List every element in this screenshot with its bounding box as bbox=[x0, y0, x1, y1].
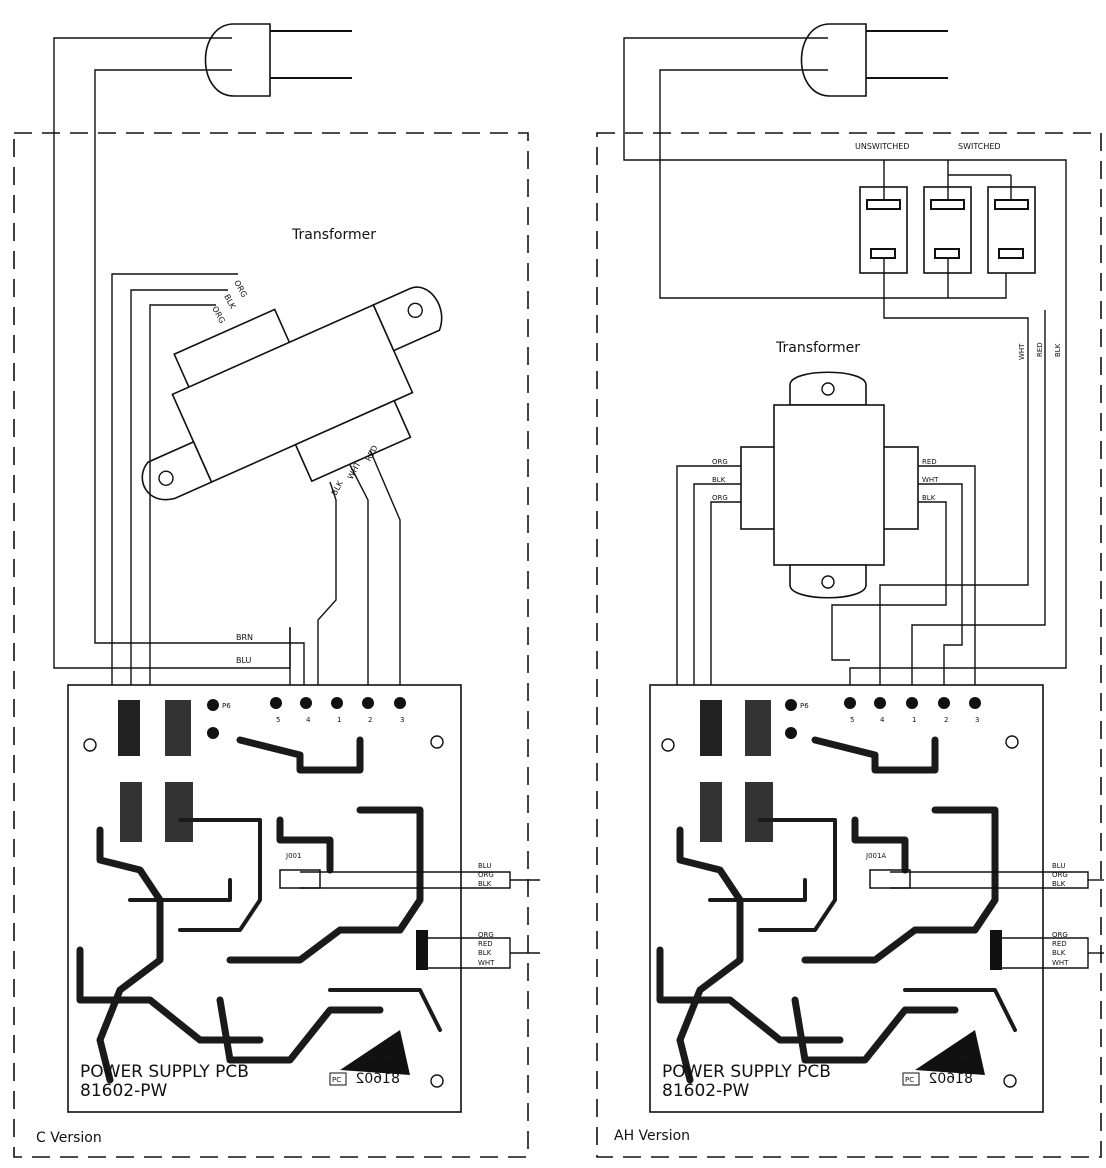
svg-text:P6: P6 bbox=[222, 702, 231, 710]
svg-text:BLK: BLK bbox=[222, 293, 237, 311]
svg-text:WHT: WHT bbox=[922, 476, 939, 484]
transformer-label: Transformer bbox=[291, 227, 376, 243]
svg-text:ORG: ORG bbox=[478, 931, 494, 939]
terminal-row: 5 4 1 2 3 bbox=[270, 697, 406, 724]
outlet-unswitched bbox=[859, 160, 908, 274]
svg-text:WHT: WHT bbox=[1018, 343, 1026, 360]
svg-text:BLU: BLU bbox=[478, 862, 491, 870]
outlet-switched-2 bbox=[948, 174, 1036, 274]
svg-text:4: 4 bbox=[306, 716, 311, 724]
transformer-icon bbox=[141, 286, 443, 501]
svg-text:PC: PC bbox=[332, 1076, 341, 1084]
svg-text:ORG: ORG bbox=[232, 279, 248, 299]
svg-text:ORG: ORG bbox=[712, 494, 728, 502]
board-title: POWER SUPPLY PCB bbox=[662, 1062, 831, 1082]
svg-text:WHT: WHT bbox=[478, 959, 495, 967]
ah-version-enclosure bbox=[596, 132, 1102, 1158]
board-part: 81602-PW bbox=[80, 1081, 167, 1101]
svg-text:1: 1 bbox=[337, 716, 341, 724]
board-title: POWER SUPPLY PCB bbox=[80, 1062, 249, 1082]
svg-text:BLK: BLK bbox=[330, 479, 345, 497]
svg-text:BLK: BLK bbox=[1052, 949, 1066, 957]
svg-text:2: 2 bbox=[368, 716, 372, 724]
svg-text:ORG: ORG bbox=[712, 458, 728, 466]
svg-text:3: 3 bbox=[975, 716, 979, 724]
svg-text:RED: RED bbox=[1036, 342, 1044, 357]
svg-text:ORG: ORG bbox=[1052, 931, 1068, 939]
svg-text:81602: 81602 bbox=[928, 1071, 973, 1087]
svg-text:BLK: BLK bbox=[1052, 880, 1066, 888]
svg-text:4: 4 bbox=[880, 716, 885, 724]
svg-text:ORG: ORG bbox=[478, 871, 494, 879]
svg-text:BLK: BLK bbox=[478, 949, 492, 957]
cord-blue bbox=[94, 69, 305, 695]
svg-text:RED: RED bbox=[922, 458, 937, 466]
brn-label: BRN bbox=[236, 633, 253, 642]
svg-text:RED: RED bbox=[1052, 940, 1067, 948]
svg-text:BLK: BLK bbox=[1054, 343, 1062, 357]
svg-text:5: 5 bbox=[850, 716, 854, 724]
ah-version-label: AH Version bbox=[614, 1128, 690, 1144]
c-version-panel: Transformer ORG BLK ORG RED WHT BLK BRN … bbox=[13, 23, 540, 1158]
svg-text:3: 3 bbox=[400, 716, 404, 724]
svg-text:BLK: BLK bbox=[922, 494, 936, 502]
board-part: 81602-PW bbox=[662, 1081, 749, 1101]
svg-text:1: 1 bbox=[912, 716, 916, 724]
power-supply-pcb: 5 4 1 2 3 P6 J00 bbox=[67, 684, 462, 1113]
svg-text:J001: J001 bbox=[285, 852, 301, 860]
svg-text:5: 5 bbox=[276, 716, 280, 724]
svg-text:BLK: BLK bbox=[712, 476, 726, 484]
svg-text:81603-PW: 81603-PW bbox=[366, 1060, 402, 1068]
power-supply-pcb: 5 4 1 2 3 P6 J001A bbox=[649, 684, 1044, 1113]
svg-text:81603-PW: 81603-PW bbox=[939, 1060, 975, 1068]
svg-text:P6: P6 bbox=[800, 702, 809, 710]
unswitched-label: UNSWITCHED bbox=[855, 142, 909, 151]
terminal-row: 5 4 1 2 3 bbox=[844, 697, 981, 724]
transformer-label: Transformer bbox=[775, 340, 860, 356]
ah-version-panel: UNSWITCHED SWITCHED WHT RED BLK bbox=[596, 23, 1104, 1158]
svg-text:BLK: BLK bbox=[478, 880, 492, 888]
power-plug-icon bbox=[204, 23, 352, 97]
svg-text:WHT: WHT bbox=[1052, 959, 1069, 967]
transformer-icon bbox=[740, 371, 919, 599]
svg-text:2: 2 bbox=[944, 716, 948, 724]
svg-text:ORG: ORG bbox=[1052, 871, 1068, 879]
outlet-switched-1 bbox=[923, 160, 972, 274]
c-version-enclosure bbox=[13, 132, 529, 1158]
svg-text:PC: PC bbox=[905, 1076, 914, 1084]
switched-label: SWITCHED bbox=[958, 142, 1001, 151]
svg-text:ORG: ORG bbox=[210, 305, 226, 325]
svg-text:J001A: J001A bbox=[865, 852, 886, 860]
svg-text:81602: 81602 bbox=[355, 1071, 400, 1087]
c-version-label: C Version bbox=[36, 1130, 102, 1146]
power-plug-icon bbox=[800, 23, 948, 97]
svg-text:RED: RED bbox=[478, 940, 493, 948]
svg-text:BLU: BLU bbox=[1052, 862, 1065, 870]
blu-label: BLU bbox=[236, 656, 252, 665]
